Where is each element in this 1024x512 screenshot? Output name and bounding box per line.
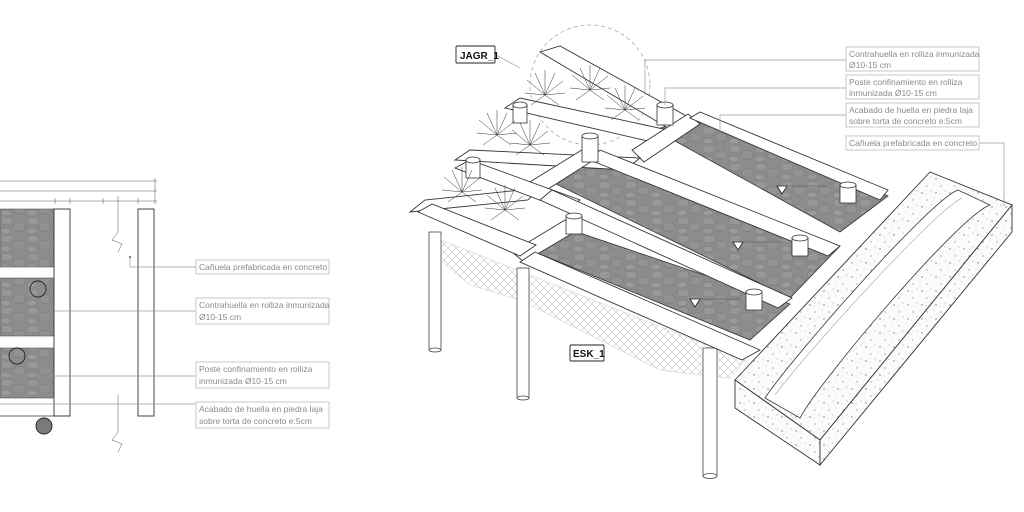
section-label-poste: Poste confinamiento en rolliza inmunizad… bbox=[195, 361, 330, 389]
svg-text:Ø10-15 cm: Ø10-15 cm bbox=[199, 312, 241, 322]
level-markers bbox=[689, 185, 826, 308]
ground-hatch bbox=[435, 237, 746, 379]
posts-circles bbox=[8, 280, 53, 435]
svg-text:Acabado de huella en piedra la: Acabado de huella en piedra laja bbox=[199, 404, 323, 414]
svg-text:inmunizada Ø10-15 cm: inmunizada Ø10-15 cm bbox=[849, 88, 937, 98]
grass-plants bbox=[441, 65, 646, 221]
riser-logs bbox=[0, 208, 155, 417]
svg-text:Cañuela prefabricada en concre: Cañuela prefabricada en concreto bbox=[849, 138, 977, 148]
dimension-lines bbox=[0, 178, 157, 204]
iso-label-poste: Poste confinamiento en rolliza inmunizad… bbox=[845, 74, 980, 100]
svg-text:Contrahuella en rolliza inmuni: Contrahuella en rolliza inmunizada bbox=[849, 49, 980, 59]
section-label-acabado: Acabado de huella en piedra laja sobre t… bbox=[195, 401, 330, 429]
isometric-view: JAGR_1 ESK_1 Contrahuella en rolliza inm… bbox=[408, 24, 1013, 479]
svg-text:Poste confinamiento en rolliza: Poste confinamiento en rolliza bbox=[199, 364, 313, 374]
tag-jagr: JAGR_1 bbox=[455, 45, 499, 64]
riser-logs-iso bbox=[408, 45, 889, 361]
section-label-contrahuella: Contrahuella en rolliza inmunizada Ø10-1… bbox=[195, 297, 330, 325]
support-posts bbox=[428, 231, 718, 479]
svg-text:Contrahuella en rolliza inmuni: Contrahuella en rolliza inmunizada bbox=[199, 300, 330, 310]
svg-text:Cañuela prefabricada en concre: Cañuela prefabricada en concreto bbox=[199, 262, 327, 272]
svg-text:JAGR_1: JAGR_1 bbox=[460, 51, 499, 62]
iso-label-canuela: Cañuela prefabricada en concreto bbox=[845, 135, 980, 151]
svg-text:inmunizada Ø10-15 cm: inmunizada Ø10-15 cm bbox=[199, 376, 287, 386]
svg-text:Acabado de huella en piedra la: Acabado de huella en piedra laja bbox=[849, 105, 973, 115]
tag-esk: ESK_1 bbox=[569, 344, 605, 362]
tread-slabs bbox=[529, 117, 889, 341]
iso-label-contrahuella: Contrahuella en rolliza inmunizada Ø10-1… bbox=[845, 46, 980, 72]
svg-text:sobre torta de concreto e:5cm: sobre torta de concreto e:5cm bbox=[849, 116, 962, 126]
svg-text:Poste confinamiento en rolliza: Poste confinamiento en rolliza bbox=[849, 77, 963, 87]
post-stubs bbox=[465, 101, 857, 311]
concrete-channel bbox=[734, 171, 1013, 467]
break-lines bbox=[111, 196, 123, 453]
section-view: Cañuela prefabricada en concreto Contrah… bbox=[0, 178, 330, 453]
section-label-canuela: Cañuela prefabricada en concreto bbox=[195, 259, 330, 275]
section-leaders bbox=[0, 256, 197, 405]
svg-text:sobre torta de concreto e:5cm: sobre torta de concreto e:5cm bbox=[199, 416, 312, 426]
stone-treads bbox=[0, 208, 55, 399]
svg-text:ESK_1: ESK_1 bbox=[573, 349, 605, 360]
svg-text:Ø10-15 cm: Ø10-15 cm bbox=[849, 60, 891, 70]
iso-label-acabado: Acabado de huella en piedra laja sobre t… bbox=[845, 102, 980, 128]
